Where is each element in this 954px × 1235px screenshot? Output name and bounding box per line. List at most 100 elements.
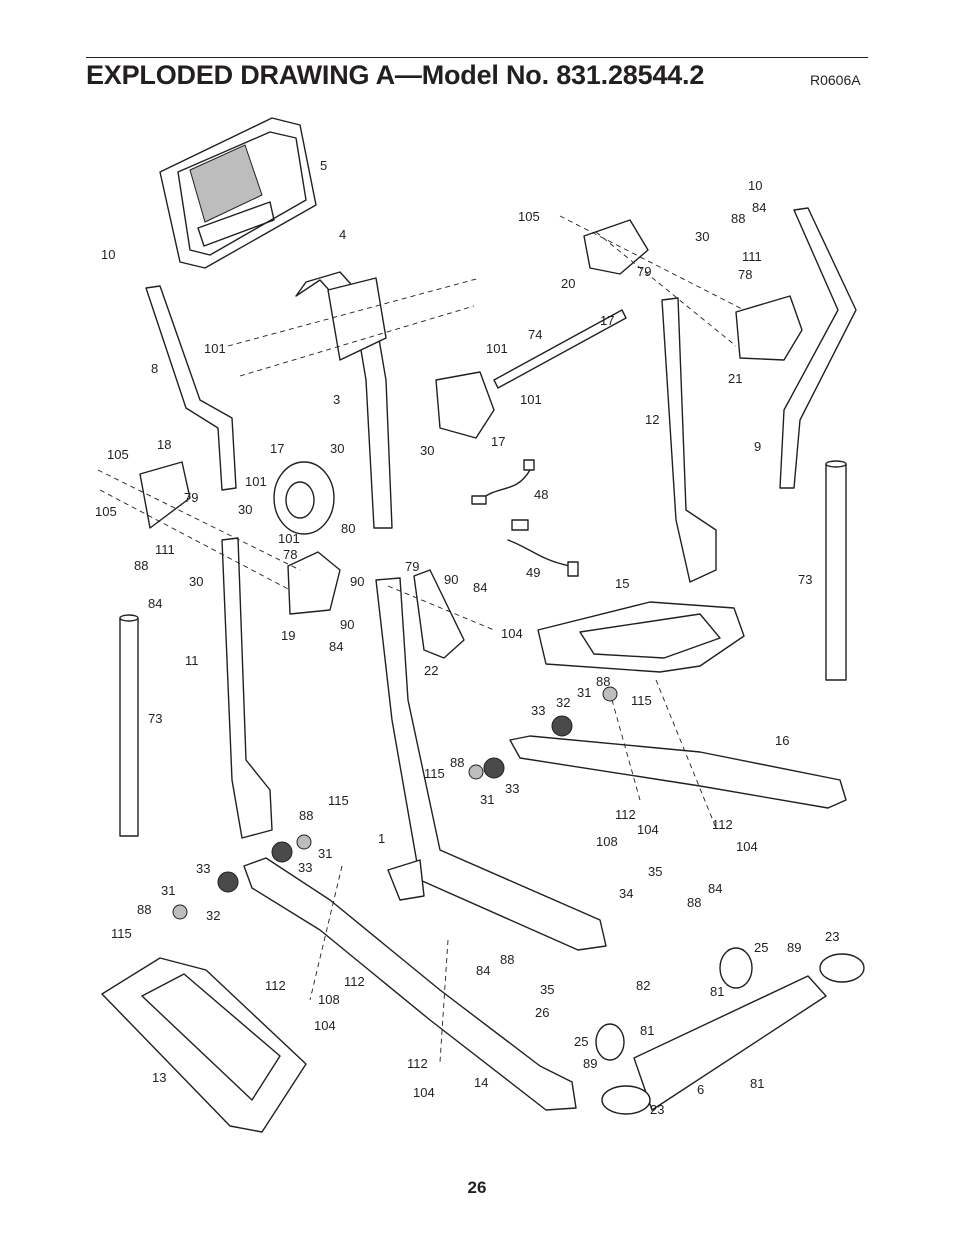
callout: 101 (486, 341, 508, 356)
callout: 1 (378, 831, 385, 846)
callout: 9 (754, 439, 761, 454)
callout: 23 (650, 1102, 664, 1117)
axle-74 (493, 309, 627, 389)
callout: 4 (339, 227, 346, 242)
callout: 31 (318, 846, 332, 861)
callout: 115 (424, 766, 445, 781)
callout: 74 (528, 327, 542, 342)
callout: 111 (742, 249, 762, 264)
callout: 101 (278, 531, 300, 546)
callout: 31 (161, 883, 175, 898)
callout: 81 (710, 984, 724, 999)
callout: 101 (520, 392, 542, 407)
callout: 108 (596, 834, 618, 849)
callout: 88 (500, 952, 514, 967)
callout: 10 (748, 178, 762, 193)
callout: 73 (148, 711, 162, 726)
callout: 17 (270, 441, 284, 456)
callout: 79 (184, 490, 198, 505)
callout: 33 (196, 861, 210, 876)
callout: 90 (444, 572, 458, 587)
right-arm-9 (779, 207, 857, 489)
callout: 16 (775, 733, 789, 748)
callout: 23 (825, 929, 839, 944)
upright-3 (295, 271, 393, 529)
callout: 35 (648, 864, 662, 879)
callout: 14 (474, 1075, 488, 1090)
callout: 101 (204, 341, 226, 356)
callout: 84 (476, 963, 490, 978)
callout: 21 (728, 371, 742, 386)
callout: 78 (738, 267, 752, 282)
callout: 31 (577, 685, 591, 700)
callout: 32 (206, 908, 220, 923)
callout: 81 (640, 1023, 654, 1038)
callout: 30 (330, 441, 344, 456)
callout: 25 (574, 1034, 588, 1049)
callout: 30 (238, 502, 252, 517)
callout: 112 (712, 817, 733, 832)
cover-21 (735, 295, 803, 361)
callout: 30 (695, 229, 709, 244)
callout: 79 (637, 264, 651, 279)
callout: 6 (697, 1082, 704, 1097)
callout: 112 (615, 807, 636, 822)
callout: 32 (556, 695, 570, 710)
pedal-15 (537, 601, 745, 673)
callout: 112 (344, 974, 365, 989)
wire-harness-48 (471, 459, 535, 505)
callout: 90 (350, 574, 364, 589)
callout: 17 (600, 313, 614, 328)
callout: 79 (405, 559, 419, 574)
callout: 33 (531, 703, 545, 718)
callout: 17 (491, 434, 505, 449)
callout: 15 (615, 576, 629, 591)
callout: 81 (750, 1076, 764, 1091)
callout: 80 (341, 521, 355, 536)
callout: 104 (736, 839, 758, 854)
callout: 112 (407, 1056, 428, 1071)
callout: 115 (328, 793, 349, 808)
callout: 82 (636, 978, 650, 993)
callout: 112 (265, 978, 286, 993)
callout: 104 (413, 1085, 435, 1100)
callout: 90 (340, 617, 354, 632)
callout: 115 (631, 693, 652, 708)
callout: 34 (619, 886, 633, 901)
wheel-25 (595, 947, 753, 1061)
callout: 5 (320, 158, 327, 173)
callout: 89 (787, 940, 801, 955)
callout: 115 (111, 926, 132, 941)
hub-cover-17 (273, 371, 495, 535)
callout: 104 (501, 626, 523, 641)
callout: 48 (534, 487, 548, 502)
callout: 88 (299, 808, 313, 823)
right-arm-12 (661, 297, 717, 583)
pedal-arm-16 (509, 735, 847, 809)
page-title: EXPLODED DRAWING A—Model No. 831.28544.2 (86, 60, 705, 90)
sprockets (172, 686, 618, 920)
holder-22 (413, 569, 465, 659)
callout: 12 (645, 412, 659, 427)
callout: 104 (637, 822, 659, 837)
callout: 33 (505, 781, 519, 796)
callout: 88 (137, 902, 151, 917)
drawing-code: R0606A (810, 72, 861, 88)
callout: 35 (540, 982, 554, 997)
callout: 49 (526, 565, 540, 580)
callout: 108 (318, 992, 340, 1007)
header-rule (86, 57, 868, 58)
callout: 19 (281, 628, 295, 643)
callout: 101 (245, 474, 267, 489)
callout: 31 (480, 792, 494, 807)
console-part (159, 117, 317, 269)
left-arm-11 (221, 537, 273, 839)
callout: 11 (185, 653, 199, 668)
left-arm-8 (145, 285, 237, 491)
pedal-13 (101, 957, 307, 1133)
callout: 22 (424, 663, 438, 678)
callout: 26 (535, 1005, 549, 1020)
callout: 88 (731, 211, 745, 226)
